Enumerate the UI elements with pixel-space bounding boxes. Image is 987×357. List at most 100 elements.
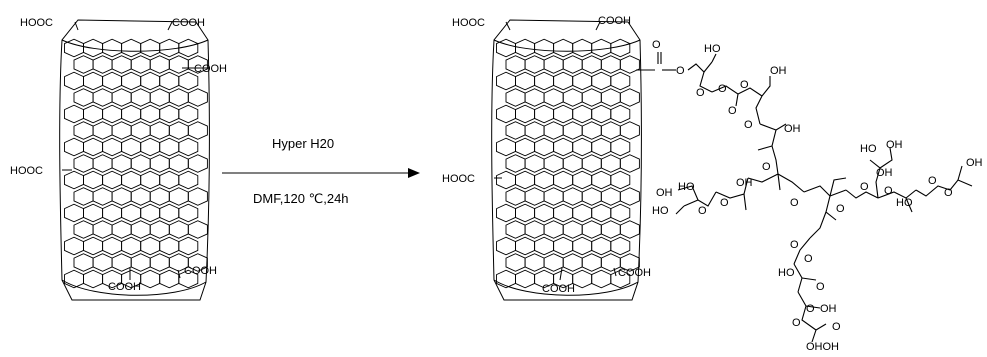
hexagon-cell bbox=[543, 55, 564, 74]
hexagon-cell bbox=[92, 121, 113, 140]
hexagon-cell bbox=[505, 253, 526, 272]
hexagon-cell bbox=[496, 170, 516, 190]
hexagon-cell bbox=[92, 154, 113, 173]
atom-label: HO bbox=[704, 43, 721, 55]
hexagon-cell bbox=[581, 154, 602, 173]
hexagon-cell bbox=[619, 55, 640, 74]
hexagon-cell bbox=[92, 88, 113, 107]
hexagon-cell bbox=[524, 121, 545, 140]
hexagon-cell bbox=[187, 187, 208, 206]
atom-label: O bbox=[884, 185, 893, 197]
hexagon-cell bbox=[83, 269, 104, 289]
group-label: COOH bbox=[194, 63, 227, 75]
hexagon-cell bbox=[130, 154, 151, 173]
hexagon-cell bbox=[581, 55, 602, 74]
hexagon-cell bbox=[619, 121, 640, 140]
atom-label: OH bbox=[876, 167, 893, 179]
hexagon-cell bbox=[581, 253, 602, 272]
hexagon-cell bbox=[178, 203, 199, 223]
hexagon-cell bbox=[178, 236, 199, 256]
hexagon-cell bbox=[168, 121, 189, 140]
hexagon-cell bbox=[562, 187, 583, 206]
hexagon-cell bbox=[130, 88, 151, 107]
hexagon-cell bbox=[553, 137, 574, 157]
hexagon-cell bbox=[543, 253, 564, 272]
hexagon-cell bbox=[496, 269, 516, 289]
hexagon-cell bbox=[591, 203, 612, 223]
hexagon-cell bbox=[92, 253, 113, 272]
hexagon-cell bbox=[140, 269, 161, 289]
reaction-arrow bbox=[222, 168, 420, 178]
hexagon-cell bbox=[496, 236, 516, 256]
hexagon-cell bbox=[496, 104, 516, 124]
hexagon-cell bbox=[140, 137, 161, 157]
hexagon-cell bbox=[600, 220, 621, 239]
hexagon-cell bbox=[83, 137, 104, 157]
hexagon-cell bbox=[619, 187, 640, 206]
hexagon-cell bbox=[581, 88, 602, 107]
group-label: HOOC bbox=[442, 173, 475, 185]
hexagon-cell bbox=[572, 137, 593, 157]
hexagon-cell bbox=[92, 187, 113, 206]
hexagon-cell bbox=[102, 137, 123, 157]
atom-label: O bbox=[790, 197, 799, 209]
hexagon-cell bbox=[534, 170, 555, 190]
hexagon-cell bbox=[572, 71, 593, 91]
hexagon-cell bbox=[102, 170, 123, 190]
group-label: HOOC bbox=[10, 165, 43, 177]
hexagon-cell bbox=[102, 236, 123, 256]
atom-label: OH bbox=[736, 177, 753, 189]
nanotube-right bbox=[491, 19, 642, 301]
hexagon-cell bbox=[515, 170, 536, 190]
hexagon-cell bbox=[64, 137, 84, 157]
group-label: COOH bbox=[598, 15, 631, 27]
hexagon-cell bbox=[515, 269, 536, 289]
hexagon-cell bbox=[505, 88, 526, 107]
group-label: COOH bbox=[542, 283, 575, 295]
hexagon-cell bbox=[83, 104, 104, 124]
hexagon-cell bbox=[83, 71, 104, 91]
hexagon-cell bbox=[121, 203, 142, 223]
hexagon-cell bbox=[496, 137, 516, 157]
hexagon-cell bbox=[149, 88, 170, 107]
hexagon-cell bbox=[111, 187, 132, 206]
atom-label: OH bbox=[820, 303, 837, 315]
hexagon-cell bbox=[140, 71, 161, 91]
hexagon-cell bbox=[562, 121, 583, 140]
group-label: COOH bbox=[172, 17, 205, 29]
hexagon-cell bbox=[553, 203, 574, 223]
hexagon-cell bbox=[149, 55, 170, 74]
hexagon-cell bbox=[553, 170, 574, 190]
atom-label: O bbox=[720, 197, 729, 209]
hexagon-cell bbox=[140, 104, 161, 124]
hexagon-cell bbox=[111, 121, 132, 140]
hexagon-cell bbox=[102, 203, 123, 223]
hexagon-cell bbox=[515, 236, 536, 256]
hexagon-cell bbox=[581, 220, 602, 239]
hexagon-cell bbox=[159, 236, 180, 256]
hexagon-cell bbox=[140, 38, 161, 58]
hexagon-cell bbox=[553, 38, 574, 58]
hexagon-cell bbox=[121, 170, 142, 190]
hexagon-cell bbox=[187, 55, 208, 74]
hexagon-cell bbox=[102, 71, 123, 91]
hexagon-cell bbox=[73, 88, 94, 107]
atom-label: O bbox=[944, 187, 953, 199]
hexagon-cell bbox=[130, 253, 151, 272]
hexagon-cell bbox=[111, 55, 132, 74]
group-label: COOH bbox=[618, 267, 651, 279]
hexagon-cell bbox=[64, 269, 84, 289]
tube-outline-left bbox=[59, 19, 210, 301]
hexagon-cell bbox=[562, 220, 583, 239]
hexagon-cell bbox=[102, 38, 123, 58]
hexagon-cell bbox=[121, 38, 142, 58]
hexagon-cell bbox=[111, 253, 132, 272]
hexagon-cell bbox=[168, 220, 189, 239]
hexagon-cell bbox=[140, 170, 161, 190]
hexagon-cell bbox=[572, 269, 593, 289]
atom-label: O bbox=[806, 303, 815, 315]
atom-label: HO bbox=[896, 197, 913, 209]
hexagon-cell bbox=[111, 220, 132, 239]
hexagon-cell bbox=[591, 137, 612, 157]
